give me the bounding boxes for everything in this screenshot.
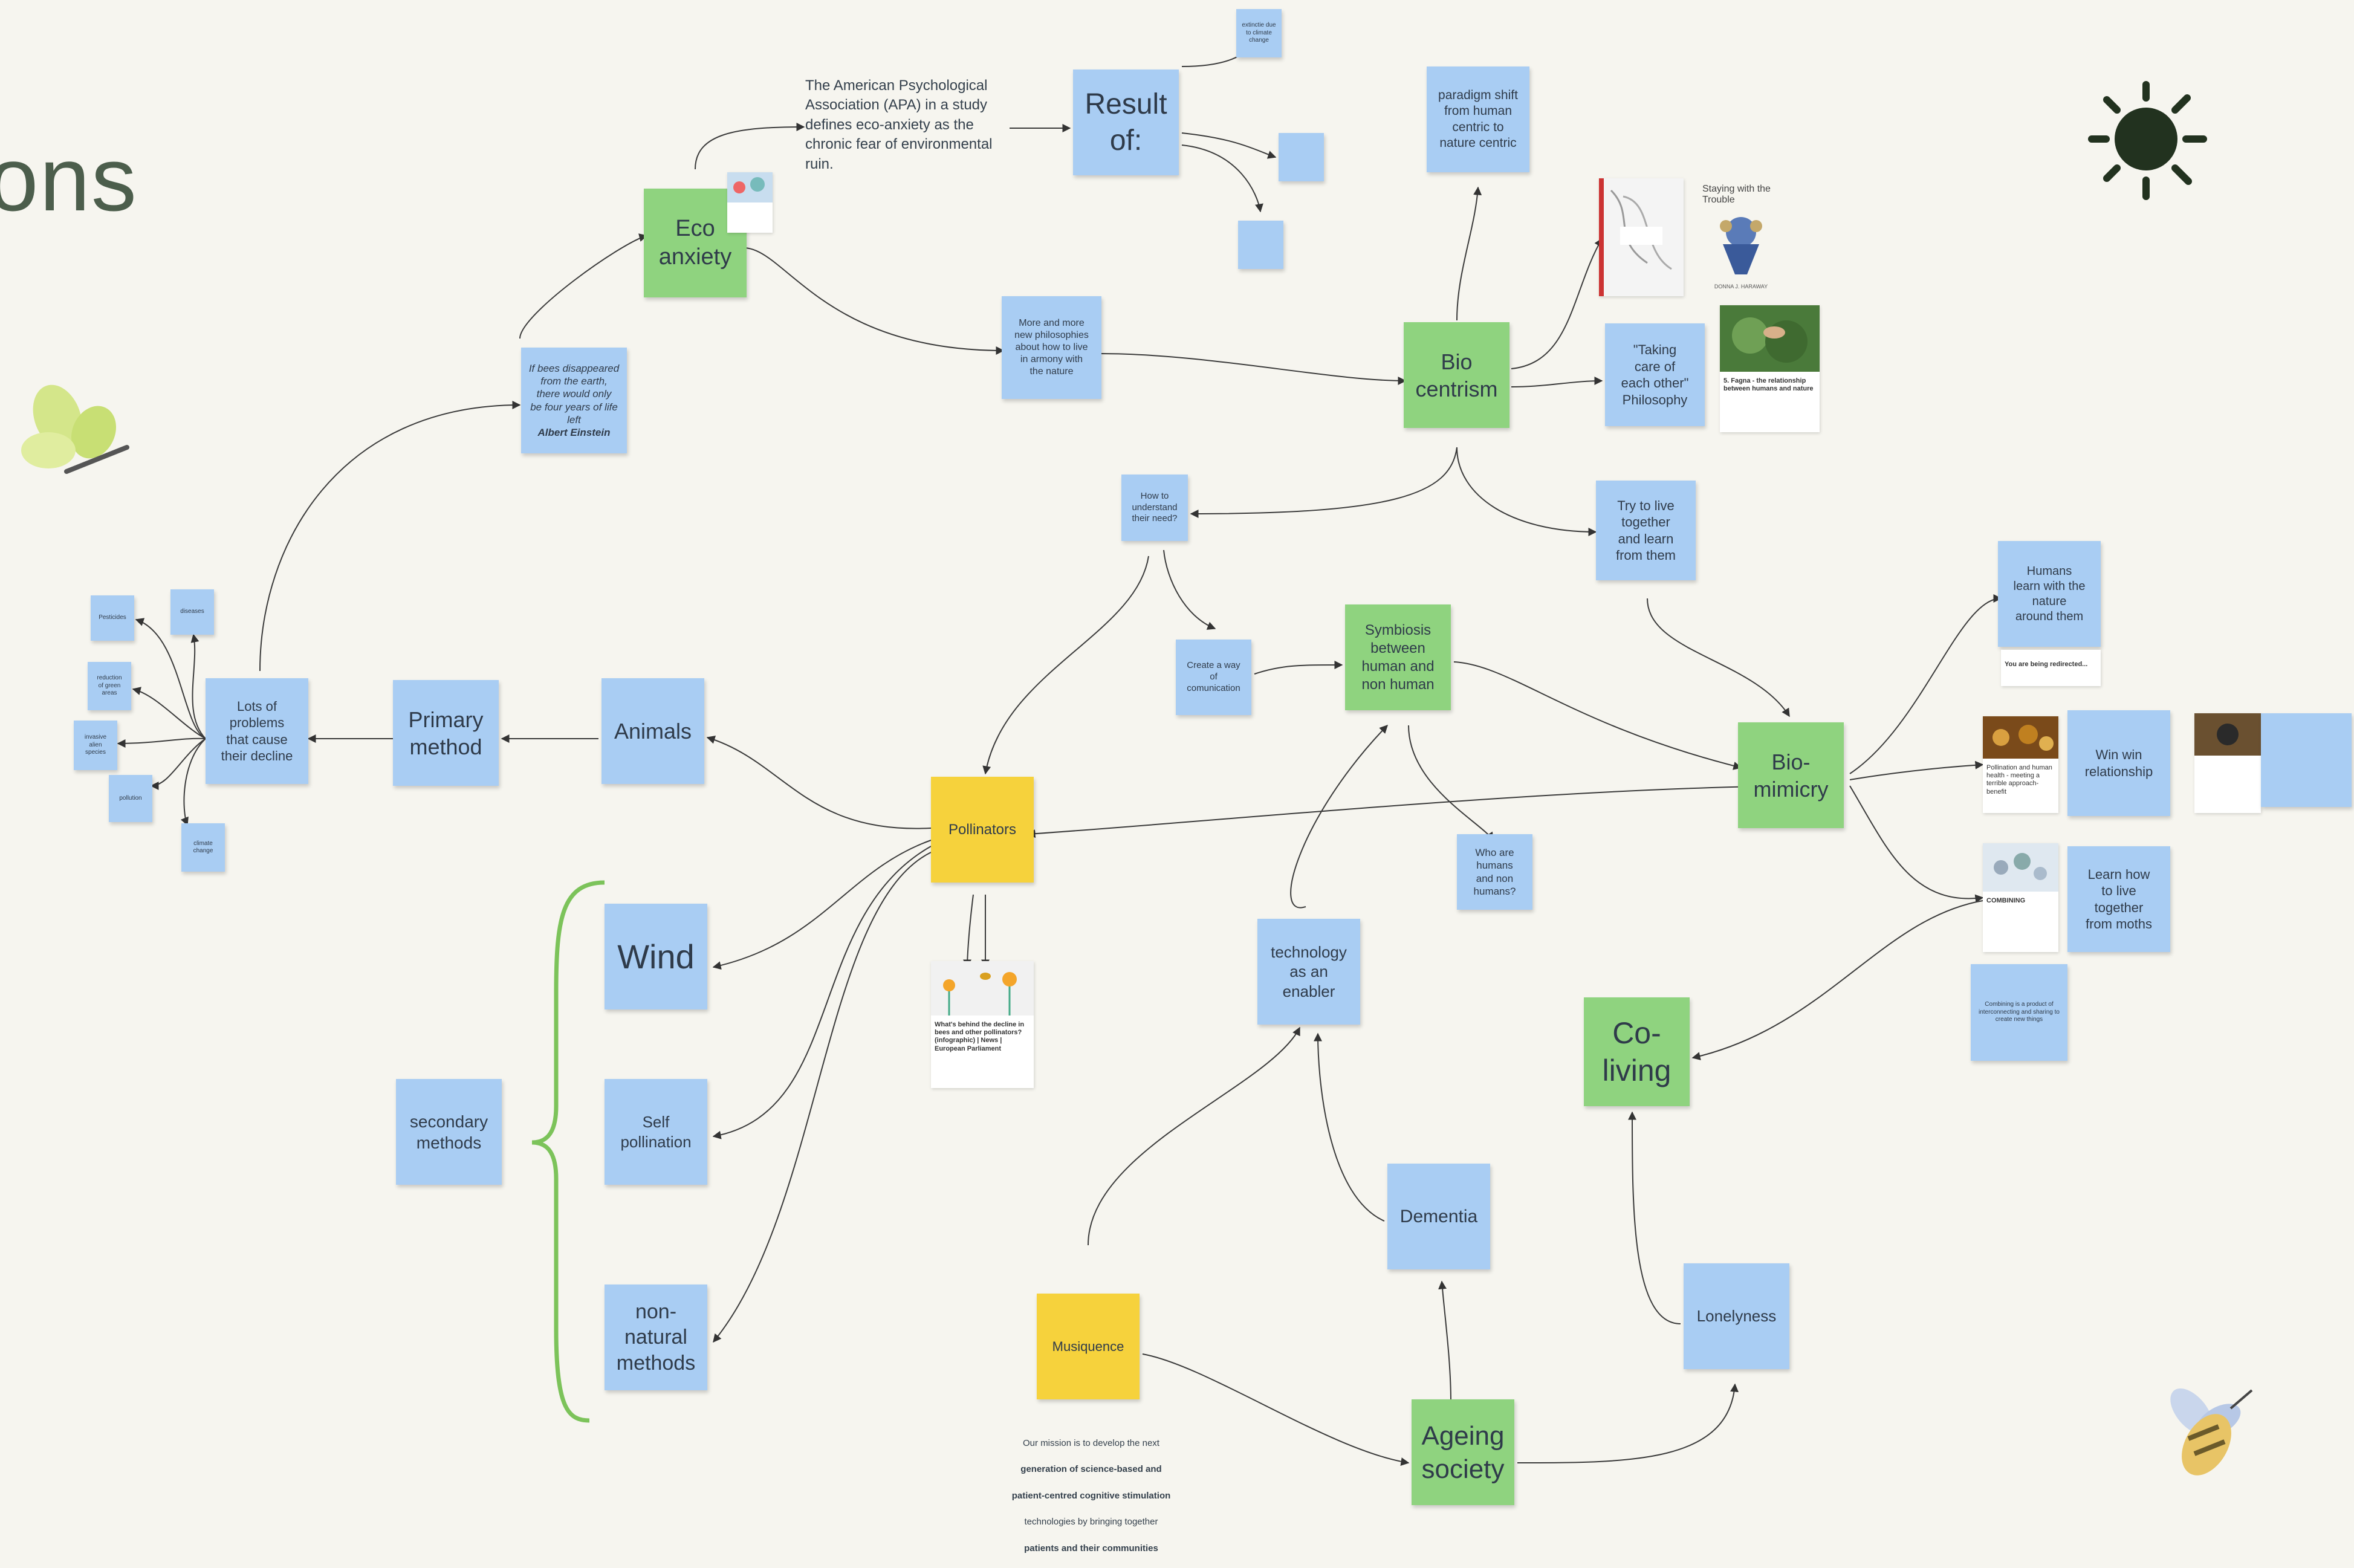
pollinators-article-title: What's behind the decline in bees and ot… — [935, 1021, 1025, 1052]
card-pollinators-article[interactable]: What's behind the decline in bees and ot… — [931, 961, 1034, 1088]
note-more-philosophies[interactable]: More and more new philosophies about how… — [1002, 296, 1101, 399]
note-invasive[interactable]: invasive alien species — [74, 721, 117, 770]
note-paradigm-shift[interactable]: paradigm shift from human centric to nat… — [1427, 66, 1529, 172]
page-title-fragment: ons — [0, 128, 138, 230]
mission-line-5: patients and their communities — [1024, 1543, 1158, 1553]
note-bio-centrism[interactable]: Bio centrism — [1404, 322, 1509, 428]
redirect-text: You are being redirected... — [2005, 661, 2088, 668]
note-create-way[interactable]: Create a way of comunication — [1176, 640, 1251, 715]
note-diseases[interactable]: diseases — [170, 589, 214, 635]
staying-trouble-author: DONNA J. HARAWAY — [1714, 283, 1768, 290]
note-bio-mimicry[interactable]: Bio- mimicry — [1738, 722, 1844, 828]
card-eco-anxiety-article[interactable] — [727, 172, 773, 233]
note-non-natural[interactable]: non- natural methods — [605, 1285, 707, 1390]
musiquence-mission-text: Our mission is to develop the next gener… — [997, 1424, 1185, 1568]
note-dementia[interactable]: Dementia — [1387, 1164, 1490, 1269]
note-secondary-methods[interactable]: secondary methods — [396, 1079, 502, 1185]
note-climate-change[interactable]: climate change — [181, 823, 225, 872]
note-try-to-live[interactable]: Try to live together and learn from them — [1596, 481, 1696, 580]
note-ageing-society[interactable]: Ageing society — [1412, 1399, 1514, 1505]
note-lots-of-problems[interactable]: Lots of problems that cause their declin… — [206, 678, 308, 784]
note-ants-alps[interactable] — [2261, 713, 2352, 807]
note-primary-method[interactable]: Primary method — [393, 680, 499, 786]
note-taking-care[interactable]: "Taking care of each other" Philosophy — [1605, 323, 1705, 426]
note-self-pollination[interactable]: Self pollination — [605, 1079, 707, 1185]
staying-trouble-title: Staying with the Trouble — [1702, 184, 1771, 205]
note-symbiosis[interactable]: Symbiosis between human and non human — [1345, 604, 1451, 710]
note-result-sub-3[interactable] — [1238, 221, 1283, 269]
fagna-title: 5. Fagna - the relationship between huma… — [1723, 377, 1814, 393]
note-humans-learn[interactable]: Humans learn with the nature around them — [1998, 541, 2101, 647]
apa-definition-text: The American Psychological Association (… — [805, 77, 993, 172]
mission-line-1: Our mission is to develop the next — [1023, 1437, 1159, 1448]
note-co-living[interactable]: Co- living — [1584, 997, 1690, 1106]
note-pollution[interactable]: pollution — [109, 775, 152, 822]
note-combining[interactable]: Combining is a product of interconnectin… — [1971, 964, 2067, 1061]
bee-icon — [2170, 1388, 2253, 1476]
card-forest-ants[interactable] — [2194, 713, 2261, 813]
mission-line-2: generation of science-based and — [1020, 1464, 1162, 1475]
bracket-secondary-methods — [531, 880, 605, 1423]
card-book-cover[interactable] — [1599, 178, 1684, 296]
note-einstein-quote[interactable]: If bees disappeared from the earth, ther… — [521, 348, 627, 453]
einstein-quote-text: If bees disappeared from the earth, ther… — [528, 362, 620, 426]
note-win-win[interactable]: Win win relationship — [2067, 710, 2170, 816]
card-staying-with-trouble[interactable]: Staying with the Trouble DONNA J. HARAWA… — [1699, 181, 1783, 296]
card-combining[interactable]: COMBINING — [1983, 843, 2058, 952]
note-how-to-understand[interactable]: How to understand their need? — [1121, 475, 1188, 541]
sun-icon — [2088, 81, 2207, 200]
note-pesticides[interactable]: Pesticides — [91, 595, 134, 641]
note-wind[interactable]: Wind — [605, 904, 707, 1009]
note-technology[interactable]: technology as an enabler — [1257, 919, 1360, 1025]
butterfly-icon — [21, 384, 129, 474]
note-pollinators[interactable]: Pollinators — [931, 777, 1034, 883]
note-lonelyness[interactable]: Lonelyness — [1684, 1263, 1789, 1369]
mission-line-4: technologies by bringing together — [1024, 1517, 1158, 1528]
card-fagna-article[interactable]: 5. Fagna - the relationship between huma… — [1720, 305, 1820, 432]
pollination-card-text: Pollination and human health - meeting a… — [1986, 764, 2052, 795]
note-result-of[interactable]: Result of: — [1073, 70, 1179, 175]
note-result-sub-1[interactable]: extinctie due to climate change — [1236, 9, 1282, 57]
card-pollination-health[interactable]: Pollination and human health - meeting a… — [1983, 716, 2058, 813]
note-reduction-green[interactable]: reduction of green areas — [88, 662, 131, 710]
combining-card-title: COMBINING — [1986, 897, 2026, 904]
card-redirect[interactable]: You are being redirected... — [2001, 650, 2101, 686]
mission-line-3: patient-centred cognitive stimulation — [1011, 1490, 1171, 1501]
note-animals[interactable]: Animals — [601, 678, 704, 784]
note-who-are-humans[interactable]: Who are humans and non humans? — [1457, 834, 1532, 910]
note-musiquence[interactable]: Musiquence — [1037, 1294, 1140, 1399]
note-learn-moths[interactable]: Learn how to live together from moths — [2067, 846, 2170, 952]
einstein-quote-author: Albert Einstein — [537, 427, 611, 438]
note-result-sub-2[interactable] — [1279, 133, 1324, 181]
